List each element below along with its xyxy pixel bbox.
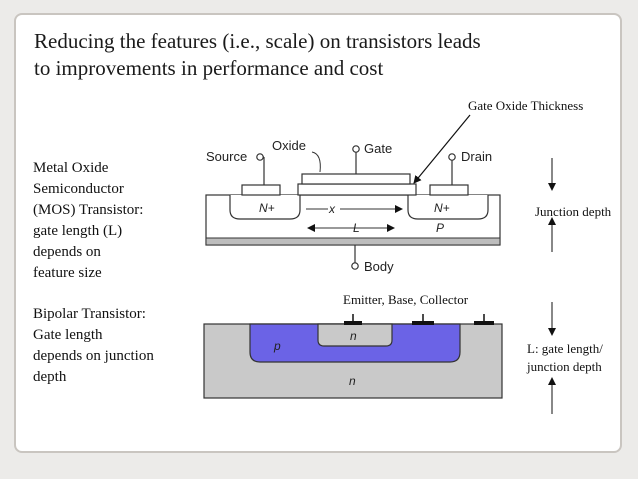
junction-depth-label: Junction depth xyxy=(535,204,612,219)
n-substrate-label: n xyxy=(349,374,356,388)
mos-line-5: depends on xyxy=(33,244,101,260)
mos-line-1: Metal Oxide xyxy=(33,160,109,176)
gate-oxide-pointer-arrow xyxy=(413,114,471,184)
bipolar-line-1: Bipolar Transistor: xyxy=(33,306,146,322)
drain-terminal-icon xyxy=(448,153,456,161)
title-line-2: to improvements in performance and cost xyxy=(34,56,384,80)
P-label: P xyxy=(436,221,444,235)
mos-n-plus-left-well xyxy=(229,195,301,220)
mos-transistor-diagram: Source Oxide Gate Drain N+ N+ x L P Body xyxy=(205,138,501,274)
bipolar-n-emitter-region xyxy=(317,323,393,347)
mos-drain-contact xyxy=(429,184,469,196)
gate-length-label-1: L: gate length/ xyxy=(527,341,603,356)
mos-body-contact-layer xyxy=(205,237,501,246)
mos-gate-oxide xyxy=(297,183,417,196)
bipolar-line-4: depth xyxy=(33,369,67,385)
gate-oxide-label: Gate Oxide Thickness xyxy=(468,98,584,113)
n-plus-left-label: N+ xyxy=(259,201,275,215)
x-label: x xyxy=(328,202,336,216)
mos-n-plus-right-well xyxy=(407,195,489,220)
L-label: L xyxy=(353,221,360,235)
drain-label: Drain xyxy=(461,149,492,164)
bipolar-line-2: Gate length xyxy=(33,327,103,343)
base-contact xyxy=(412,321,434,325)
mos-line-3: (MOS) Transistor: xyxy=(33,202,144,218)
mos-line-2: Semiconductor xyxy=(33,181,124,197)
emitter-base-collector-label: Emitter, Base, Collector xyxy=(343,292,469,307)
gate-terminal-icon xyxy=(352,145,360,153)
body-label: Body xyxy=(364,259,394,274)
bipolar-description: Bipolar Transistor: Gate length depends … xyxy=(33,304,154,388)
source-terminal-icon xyxy=(256,153,264,161)
source-label: Source xyxy=(206,149,247,164)
gate-label: Gate xyxy=(364,141,392,156)
mos-source-contact xyxy=(241,184,281,196)
body-terminal-icon xyxy=(351,262,359,270)
mos-line-6: feature size xyxy=(33,265,102,281)
oxide-label: Oxide xyxy=(272,138,306,153)
bipolar-transistor-diagram: p n n xyxy=(203,314,503,399)
slide-title: Reducing the features (i.e., scale) on t… xyxy=(34,28,594,82)
title-line-1: Reducing the features (i.e., scale) on t… xyxy=(34,29,481,53)
n-plus-right-label: N+ xyxy=(434,201,450,215)
collector-contact xyxy=(474,321,494,325)
emitter-contact xyxy=(344,321,362,325)
mos-line-4: gate length (L) xyxy=(33,223,123,239)
mos-description: Metal Oxide Semiconductor (MOS) Transist… xyxy=(33,158,143,284)
p-region-label: p xyxy=(273,339,281,353)
gate-length-label-2: junction depth xyxy=(527,359,602,374)
mos-gate-electrode xyxy=(301,173,411,185)
bipolar-line-3: depends on junction xyxy=(33,348,154,364)
n-emitter-label: n xyxy=(350,329,357,343)
